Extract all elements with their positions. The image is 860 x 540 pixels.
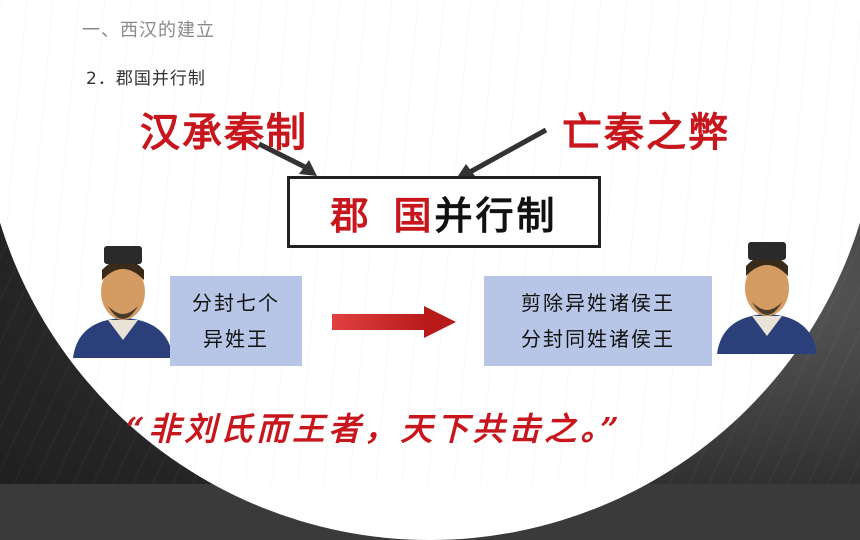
emperor-portrait-right bbox=[717, 242, 817, 354]
left-arrow-icon bbox=[257, 141, 317, 176]
left-box-line2: 异姓王 bbox=[203, 327, 269, 351]
right-info-box: 剪除异姓诸侯王 分封同姓诸侯王 bbox=[484, 276, 712, 366]
center-black: 并行制 bbox=[434, 193, 558, 238]
center-red-2: 国 bbox=[393, 193, 435, 238]
left-box-line1: 分封七个 bbox=[192, 291, 280, 315]
left-title: 汉承秦制 bbox=[140, 110, 308, 156]
center-box: 郡 国 并行制 bbox=[287, 176, 601, 248]
right-title: 亡秦之弊 bbox=[562, 110, 730, 156]
left-info-box: 分封七个 异姓王 bbox=[170, 276, 302, 366]
emperor-portrait-left bbox=[73, 246, 173, 358]
quote-text: “非刘氏而王者，天下共击之。” bbox=[126, 410, 623, 448]
transition-arrow-icon bbox=[332, 306, 456, 338]
sub-heading: 2．郡国并行制 bbox=[86, 69, 206, 89]
section-heading: 一、西汉的建立 bbox=[82, 20, 215, 41]
right-box-line1: 剪除异姓诸侯王 bbox=[521, 291, 675, 315]
center-red-1: 郡 bbox=[330, 193, 372, 238]
right-box-line2: 分封同姓诸侯王 bbox=[521, 327, 675, 351]
